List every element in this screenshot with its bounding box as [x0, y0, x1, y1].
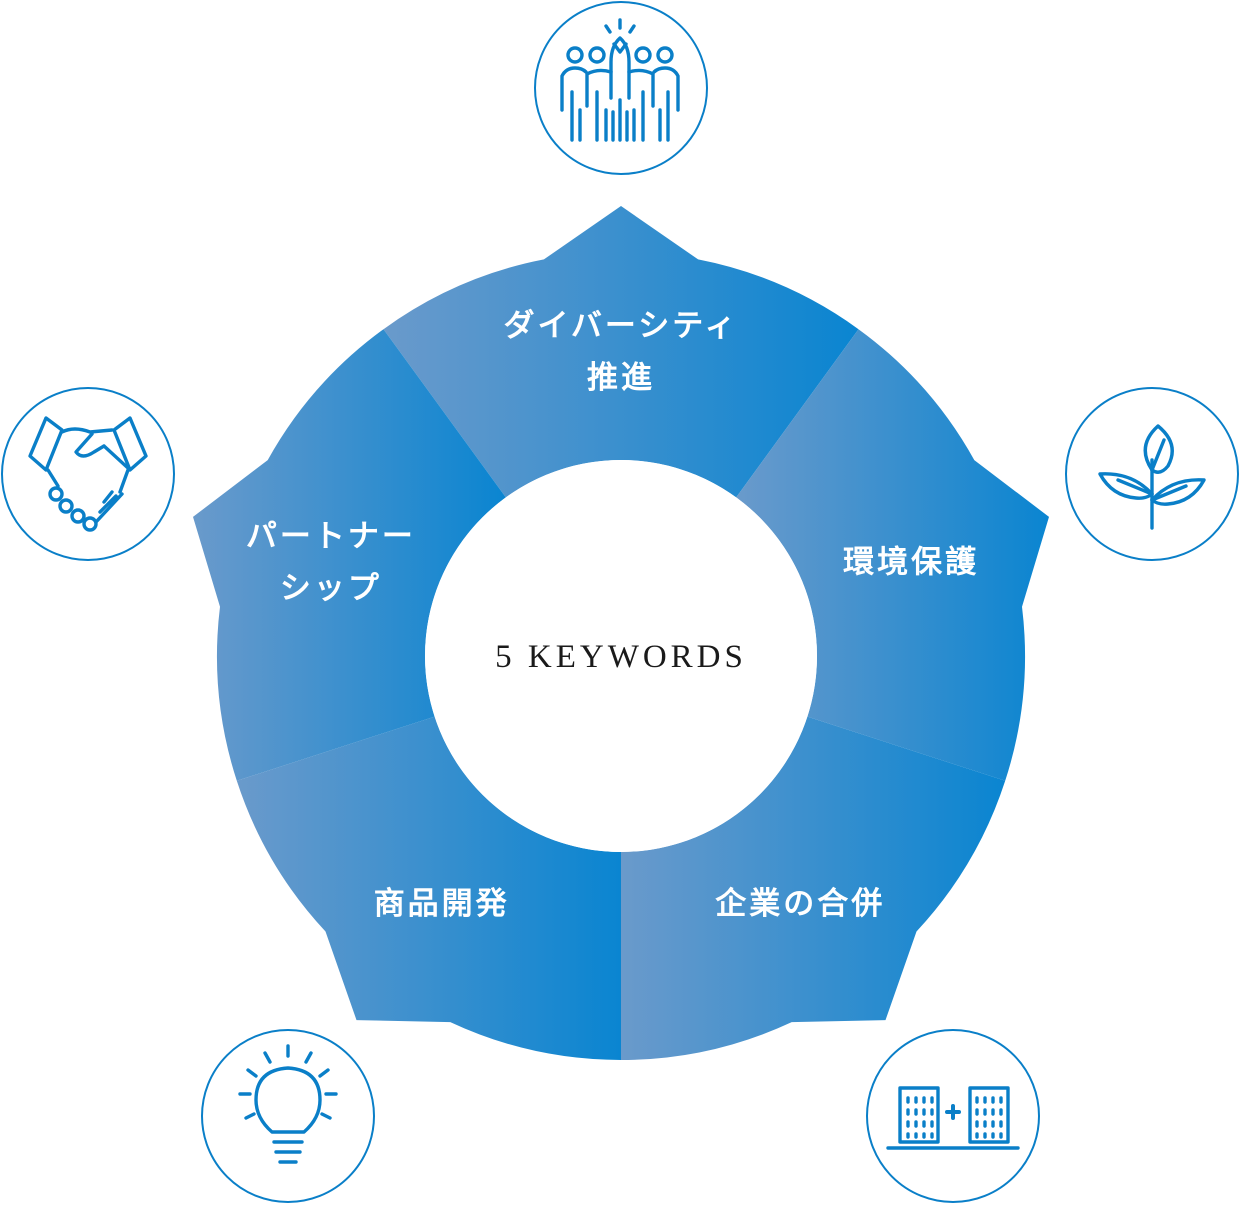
icon-badge-environment	[1065, 387, 1239, 561]
buildings-merge-icon	[886, 1086, 1020, 1150]
segment-label-partnership-line-2: シップ	[280, 571, 382, 607]
segment-label-merger: 企業の合併	[715, 886, 885, 922]
segment-merger	[621, 716, 1006, 1060]
plant-sprout-icon	[1098, 424, 1206, 530]
center-circle	[425, 460, 817, 852]
icon-badge-partnership	[1, 387, 175, 561]
segment-partnership	[193, 329, 506, 781]
lightbulb-icon	[238, 1044, 338, 1164]
segment-diversity	[383, 206, 859, 498]
segment-label-diversity-line-2: 推進	[587, 360, 655, 396]
center-label: 5 KEYWORDS	[495, 639, 747, 675]
people-high-five-icon	[560, 18, 680, 142]
segment-label-partnership-line-1: パートナー	[246, 519, 416, 555]
icon-badge-diversity	[534, 1, 708, 175]
handshake-icon	[28, 416, 148, 532]
segment-label-diversity-line-1: ダイバーシティ	[504, 308, 739, 344]
segment-ring	[193, 206, 1049, 1060]
segment-environment	[736, 329, 1049, 781]
icon-badge-product-development	[201, 1029, 375, 1203]
segment-product-development	[236, 716, 622, 1060]
segment-label-environment: 環境保護	[843, 545, 979, 581]
segment-label-product-development: 商品開発	[374, 886, 510, 922]
icon-badge-merger	[866, 1029, 1040, 1203]
